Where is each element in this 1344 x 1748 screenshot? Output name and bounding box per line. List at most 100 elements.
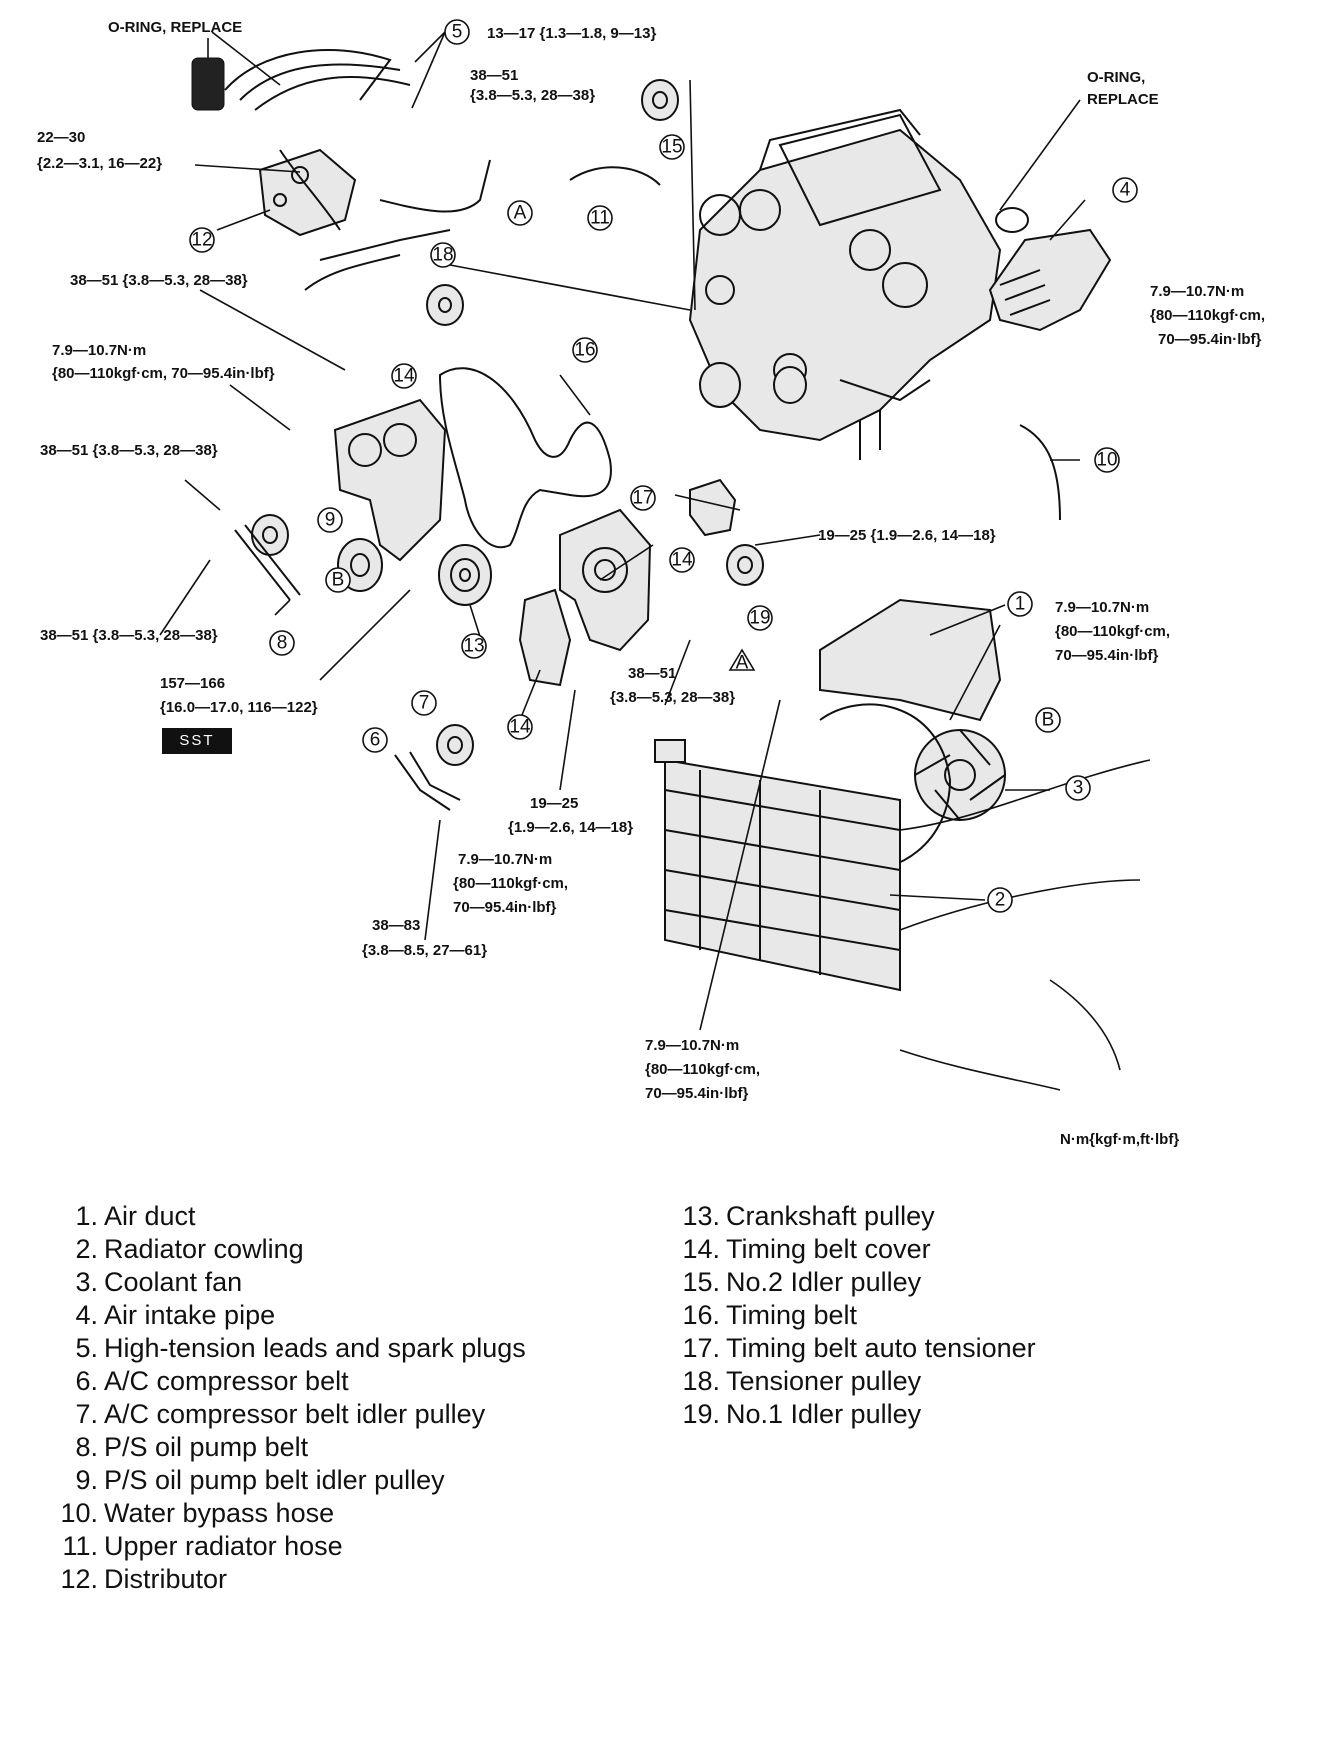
air-duct xyxy=(819,598,1002,722)
label-torque-79-r-sub2: 70—95.4in·lbf} xyxy=(1158,331,1262,348)
label-torque-38-83-sub: {3.8—8.5, 27—61} xyxy=(362,942,487,959)
legend-item-18: 18.Tensioner pulley xyxy=(682,1366,922,1396)
svg-text:14: 14 xyxy=(509,717,531,738)
label-torque-79-c: 7.9—10.7N·m xyxy=(458,851,552,868)
label-torque-79-m-sub2: 70—95.4in·lbf} xyxy=(1055,647,1159,664)
legend-item-5: 5.High-tension leads and spark plugs xyxy=(75,1333,526,1363)
callout-1: 1 xyxy=(1007,591,1033,617)
sst-badge: SST xyxy=(162,728,232,754)
callout-3: 3 xyxy=(1065,775,1091,801)
svg-text:1: 1 xyxy=(1015,594,1026,615)
legend-item-7: 7.A/C compressor belt idler pulley xyxy=(75,1399,486,1429)
timing-belt-cover-bottom xyxy=(518,588,572,687)
label-torque-38-51-c: 38—51 {3.8—5.3, 28—38} xyxy=(40,442,218,459)
svg-text:14: 14 xyxy=(671,550,693,571)
legend-item-8: 8.P/S oil pump belt xyxy=(75,1432,309,1462)
label-torque-38-51-e: 38—51 xyxy=(628,665,676,682)
label-torque-79-r: 7.9—10.7N·m xyxy=(1150,283,1244,300)
distributor xyxy=(258,148,357,237)
svg-text:18: 18 xyxy=(432,245,453,266)
svg-text:15: 15 xyxy=(661,137,682,158)
legend-column-left: 1.Air duct 2.Radiator cowling 3.Coolant … xyxy=(50,1200,526,1596)
radiator xyxy=(654,739,901,992)
legend-item-6: 6.A/C compressor belt xyxy=(75,1366,349,1396)
legend-item-1: 1.Air duct xyxy=(75,1201,196,1231)
units-label: N·m{kgf·m,ft·lbf} xyxy=(1060,1131,1179,1148)
label-torque-79-b: 7.9—10.7N·m xyxy=(645,1037,739,1054)
svg-text:9: 9 xyxy=(325,510,336,531)
leader-lines xyxy=(159,31,1086,1031)
legend-item-15: 15.No.2 Idler pulley xyxy=(682,1267,922,1297)
ac-compressor-belt xyxy=(394,751,461,811)
tensioner-pulley xyxy=(426,284,464,326)
callout-12: 12 xyxy=(189,227,215,253)
label-torque-38-51-e-sub: {3.8—5.3, 28—38} xyxy=(610,689,735,706)
callout-B1: B xyxy=(325,567,351,593)
label-torque-22-30-sub: {2.2—3.1, 16—22} xyxy=(37,155,162,172)
exploded-view-diagram: O-RING, REPLACE 13—17 {1.3—1.8, 9—13} 38… xyxy=(37,19,1265,1148)
svg-text:16: 16 xyxy=(574,340,595,361)
label-oring-right-sub: REPLACE xyxy=(1087,91,1159,108)
legend-item-13: 13.Crankshaft pulley xyxy=(682,1201,935,1231)
callout-8: 8 xyxy=(269,630,295,656)
label-torque-79-r-sub1: {80—110kgf·cm, xyxy=(1150,307,1265,324)
svg-text:2: 2 xyxy=(995,890,1006,911)
callout-7: 7 xyxy=(411,690,437,716)
ps-oil-pump-belt xyxy=(234,524,301,601)
legend-item-12: 12.Distributor xyxy=(60,1564,228,1594)
engine-pulleys xyxy=(699,362,807,408)
legend-item-14: 14.Timing belt cover xyxy=(682,1234,931,1264)
label-torque-79-b-sub1: {80—110kgf·cm, xyxy=(645,1061,760,1078)
ps-idler-pulley xyxy=(251,514,289,556)
timing-belt xyxy=(438,367,612,549)
label-torque-79-m: 7.9—10.7N·m xyxy=(1055,599,1149,616)
no2-idler-pulley xyxy=(641,79,679,121)
svg-text:17: 17 xyxy=(632,488,653,509)
label-torque-38-51-a-sub: {3.8—5.3, 28—38} xyxy=(470,87,595,104)
oring-canister xyxy=(191,38,225,111)
label-torque-22-30: 22—30 xyxy=(37,129,85,146)
upper-radiator-hose xyxy=(569,166,661,186)
auto-tensioner xyxy=(689,478,737,537)
label-torque-19-25-b: 19—25 xyxy=(530,795,578,812)
callout-18: 18 xyxy=(430,242,456,268)
svg-text:19: 19 xyxy=(749,608,770,629)
label-torque-38-51-b: 38—51 {3.8—5.3, 28—38} xyxy=(70,272,248,289)
label-oring-top: O-RING, REPLACE xyxy=(108,19,242,36)
label-torque-79-b-sub2: 70—95.4in·lbf} xyxy=(645,1085,749,1102)
callout-10: 10 xyxy=(1094,447,1120,473)
legend-item-11: 11.Upper radiator hose xyxy=(62,1531,343,1561)
callout-2: 2 xyxy=(987,887,1013,913)
callout-4: 4 xyxy=(1112,177,1138,203)
callout-14c: 14 xyxy=(507,714,533,740)
legend-item-3: 3.Coolant fan xyxy=(75,1267,243,1297)
callout-11: 11 xyxy=(587,205,613,231)
callouts: 1 2 3 4 5 6 7 8 9 10 11 12 13 14 14 14 1… xyxy=(189,19,1138,913)
label-torque-79-c-sub1: {80—110kgf·cm, xyxy=(453,875,568,892)
svg-text:3: 3 xyxy=(1073,778,1084,799)
legend-item-2: 2.Radiator cowling xyxy=(75,1234,304,1264)
svg-text:B: B xyxy=(1042,710,1055,731)
svg-text:12: 12 xyxy=(191,230,212,251)
svg-text:B: B xyxy=(332,570,345,591)
legend-item-19: 19.No.1 Idler pulley xyxy=(682,1399,922,1429)
high-tension-leads xyxy=(224,49,491,291)
timing-belt-cover-upper xyxy=(333,398,447,562)
callout-13: 13 xyxy=(461,633,487,659)
ac-idler-pulley xyxy=(436,724,474,766)
svg-text:14: 14 xyxy=(393,366,415,387)
callout-14b: 14 xyxy=(669,547,695,573)
legend-item-4: 4.Air intake pipe xyxy=(75,1300,276,1330)
legend-column-right: 13.Crankshaft pulley 14.Timing belt cove… xyxy=(672,1200,1035,1431)
svg-text:13: 13 xyxy=(463,636,484,657)
no1-idler-pulley xyxy=(726,544,764,586)
svg-text:A: A xyxy=(514,203,527,224)
svg-text:7: 7 xyxy=(419,693,430,714)
label-torque-157-sub: {16.0—17.0, 116—122} xyxy=(160,699,318,716)
svg-text:6: 6 xyxy=(370,730,381,751)
callout-B2: B xyxy=(1035,707,1061,733)
callout-19: 19 xyxy=(747,605,773,631)
label-torque-157: 157—166 xyxy=(160,675,225,692)
callout-16: 16 xyxy=(572,337,598,363)
label-torque-79-a: 7.9—10.7N·m xyxy=(52,342,146,359)
